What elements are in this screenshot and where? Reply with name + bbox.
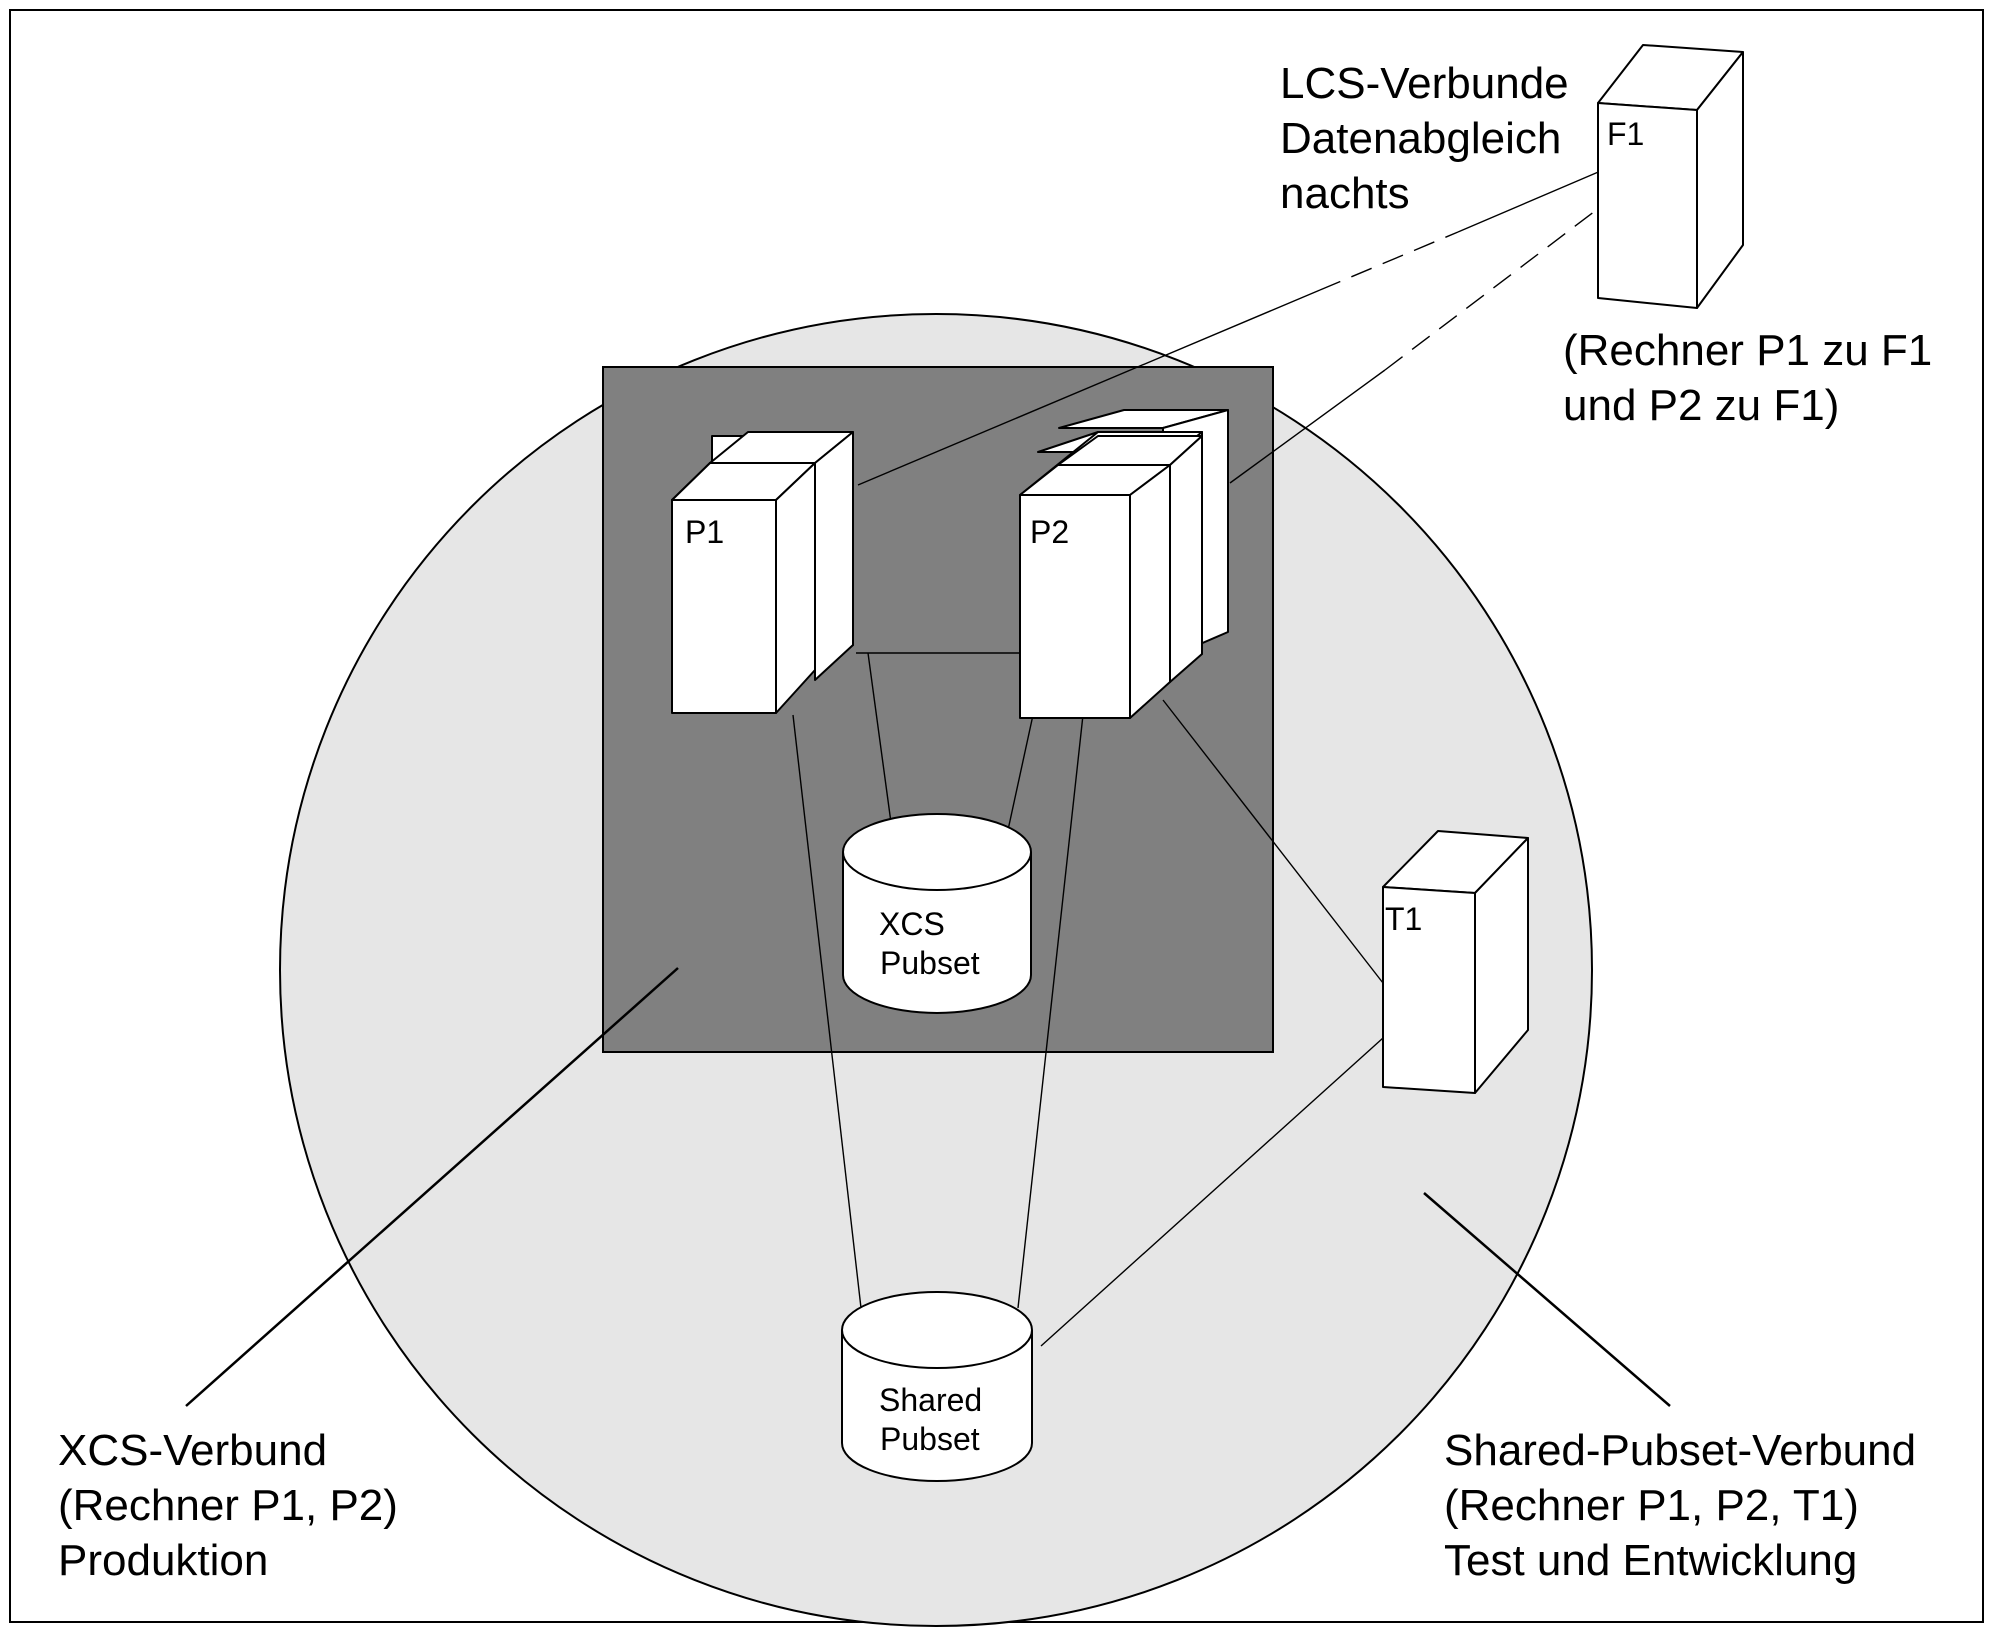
p2-label: P2 (1030, 514, 1069, 550)
server-p1: P1 (671, 431, 854, 714)
p1-label: P1 (685, 514, 724, 550)
xcs-verbund-label: XCS-Verbund (Rechner P1, P2) Produktion (58, 1426, 398, 1585)
lcs-label: LCS-Verbunde Datenabgleich nachts (1280, 59, 1569, 218)
shared-pubset-verbund-label: Shared-Pubset-Verbund (Rechner P1, P2, T… (1444, 1426, 1916, 1585)
line-p1-xcs-pubset (867, 652, 893, 831)
t1-label: T1 (1385, 901, 1422, 937)
lcs-label-line1: LCS-Verbunde (1280, 59, 1569, 108)
line-p2-xcs-pubset (1007, 714, 1034, 831)
f1-label: F1 (1607, 116, 1644, 152)
xcs-callout-line (185, 967, 679, 1407)
disk-xcs-pubset: XCS Pubset (842, 813, 1032, 1014)
line-t1-shared-pubset (1040, 1037, 1384, 1347)
connection-lines (185, 169, 1671, 1407)
shared-verbund-line2: (Rechner P1, P2, T1) (1444, 1481, 1859, 1530)
line-p2-shared-pubset (1017, 714, 1084, 1309)
lcs-detail-line1: (Rechner P1 zu F1 (1563, 326, 1932, 375)
line-p2-t1 (1162, 699, 1384, 984)
lcs-detail-line2: und P2 zu F1) (1563, 381, 1839, 430)
lcs-link-f1-label (1457, 169, 1604, 233)
lcs-link-p2-f1-solid (1229, 369, 1386, 484)
xcs-verbund-line1: XCS-Verbund (58, 1426, 327, 1475)
xcs-verbund-line2: (Rechner P1, P2) (58, 1481, 398, 1530)
shared-verbund-line1: Shared-Pubset-Verbund (1444, 1426, 1916, 1475)
lcs-detail-label: (Rechner P1 zu F1 und P2 zu F1) (1563, 326, 1932, 430)
server-f1: F1 (1597, 44, 1744, 309)
xcs-pubset-line2: Pubset (880, 945, 980, 981)
line-p1-shared-pubset (792, 714, 862, 1309)
disk-shared-pubset: Shared Pubset (841, 1291, 1033, 1482)
shared-verbund-line3: Test und Entwicklung (1444, 1536, 1857, 1585)
lcs-link-p2-f1-dashed (1384, 204, 1604, 371)
xcs-verbund-line3: Produktion (58, 1536, 268, 1585)
server-p2: P2 (1019, 409, 1229, 719)
lcs-label-line2: Datenabgleich (1280, 114, 1561, 163)
lcs-label-line3: nachts (1280, 169, 1410, 218)
server-t1: T1 (1382, 830, 1529, 1094)
shared-pubset-line1: Shared (879, 1382, 982, 1418)
lcs-link-p1-f1-dashed (1319, 231, 1459, 291)
shared-callout-line (1423, 1192, 1671, 1407)
lcs-link-p1-f1-solid (857, 289, 1321, 486)
xcs-pubset-line1: XCS (879, 906, 945, 942)
shared-pubset-line2: Pubset (880, 1421, 980, 1457)
